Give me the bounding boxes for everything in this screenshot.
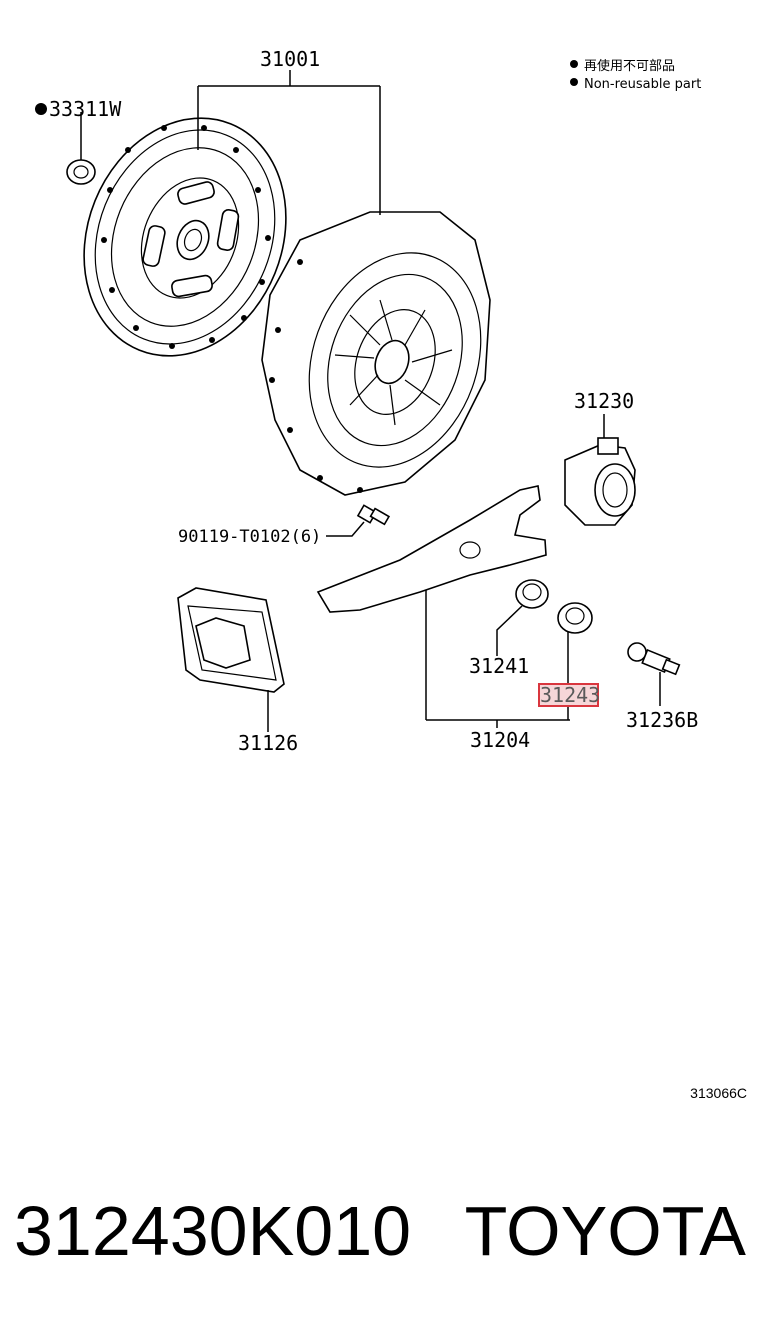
pivot-seat xyxy=(496,579,549,656)
highlight-box xyxy=(538,683,599,707)
pilot-bearing xyxy=(66,118,96,185)
caption-brand: TOYOTA xyxy=(465,1192,747,1270)
legend: 再使用不可部品 Non-reusable part xyxy=(570,58,701,92)
label-90119: 90119-T0102(6) xyxy=(178,527,321,547)
caption-part-number: 312430K010 xyxy=(14,1192,411,1270)
leader-31001 xyxy=(197,70,381,215)
legend-japanese: 再使用不可部品 xyxy=(584,58,675,74)
label-31126: 31126 xyxy=(238,731,298,755)
label-31001: 31001 xyxy=(260,47,320,71)
diagram-code: 313066C xyxy=(690,1085,747,1101)
legend-bullet-icon xyxy=(570,78,578,86)
label-33311w: 33311W xyxy=(49,97,122,121)
clutch-cover xyxy=(261,211,491,496)
label-31236b: 31236B xyxy=(626,708,698,732)
bolt-90119 xyxy=(326,504,391,537)
release-fork-boot xyxy=(177,587,285,732)
clutch-disc xyxy=(83,117,287,357)
legend-bullet-icon xyxy=(570,60,578,68)
label-31230: 31230 xyxy=(574,389,634,413)
release-fork xyxy=(316,485,570,728)
fork-clip xyxy=(557,602,593,720)
label-31241: 31241 xyxy=(469,654,529,678)
label-31243: 31243 xyxy=(540,683,600,707)
label-33311w-group: 33311W xyxy=(35,97,122,121)
non-reusable-bullet-icon xyxy=(35,103,47,115)
legend-english: Non-reusable part xyxy=(584,77,701,92)
label-31204: 31204 xyxy=(470,728,530,752)
release-bearing xyxy=(564,414,636,526)
pivot-stud xyxy=(627,642,681,706)
